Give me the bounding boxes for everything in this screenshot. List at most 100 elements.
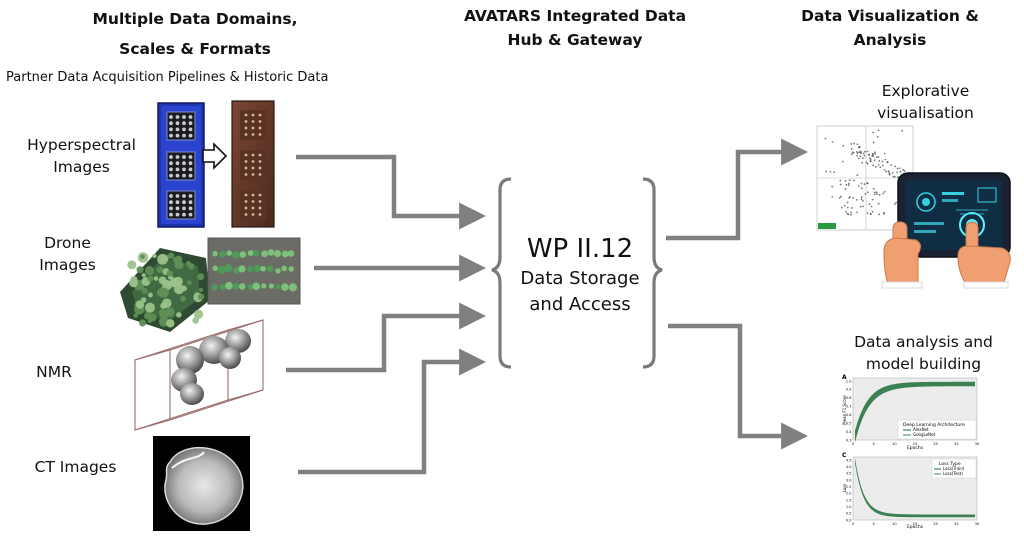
scatter-point — [852, 196, 855, 199]
scatter-point — [856, 211, 859, 214]
scatter-point — [858, 151, 861, 154]
xtick-label: 0 — [852, 442, 854, 446]
scatter-point — [891, 171, 894, 174]
chip-dot — [169, 161, 173, 166]
chip-dot — [188, 115, 193, 119]
scatter-point — [842, 144, 845, 147]
scatter-point — [844, 188, 847, 190]
ytick-label: 0.4 — [846, 430, 852, 434]
scatter-point — [869, 158, 872, 161]
plant-cluster — [226, 250, 232, 256]
hub-to-output-arrows — [666, 138, 809, 450]
chip-dot — [188, 167, 193, 172]
plot-a-legend-1: AlexNet — [913, 427, 929, 432]
chip-dot — [175, 194, 180, 198]
chip-dot — [182, 194, 186, 198]
scatter-point — [840, 206, 843, 209]
scatter-point — [902, 169, 905, 171]
analysis-label-line: Data analysis and — [854, 333, 993, 351]
scatter-point — [874, 153, 877, 155]
scatter-point — [839, 183, 842, 186]
scatter-point — [864, 150, 866, 153]
plant-leaf — [136, 266, 144, 274]
xtick-label: 5 — [873, 522, 875, 526]
rust-dot — [251, 206, 255, 210]
scatter-point — [855, 151, 858, 153]
hyperspectral-chip-dots — [169, 115, 193, 217]
hub-line1: Data Storage — [520, 268, 640, 289]
scatter-point — [873, 191, 876, 194]
scatter-point — [894, 165, 897, 168]
scatter-point — [892, 175, 895, 178]
center-title-line1: AVATARS Integrated Data — [463, 7, 687, 25]
rust-dot — [244, 200, 248, 203]
rust-dot — [258, 120, 262, 123]
scatter-point — [885, 170, 888, 173]
scatter-point — [862, 205, 864, 208]
rust-dot — [244, 173, 248, 176]
scatter-point — [845, 183, 848, 186]
scatter-point — [855, 198, 858, 201]
chip-dot — [169, 212, 173, 217]
xtick-label: 0 — [852, 522, 854, 526]
plant-cluster — [287, 250, 295, 257]
plant-leaf — [147, 292, 153, 298]
left-title-line1: Multiple Data Domains, — [92, 10, 298, 28]
arrow-to-visualisation — [666, 138, 809, 241]
chip-dot — [182, 173, 186, 178]
chip-dot — [169, 200, 173, 205]
arrow-to-analysis — [668, 323, 809, 450]
chip-dot — [182, 127, 186, 132]
scatter-point — [866, 150, 869, 153]
chip-dot — [175, 121, 180, 126]
chip-dot — [175, 206, 180, 211]
nmr-seed-spheres — [171, 329, 251, 405]
chip-dot — [188, 127, 193, 132]
plant-cluster — [211, 284, 218, 291]
source-label-line: NMR — [36, 363, 72, 381]
scatter-point — [856, 174, 859, 177]
xtick-label: 15 — [913, 442, 917, 446]
chip-dot — [188, 200, 193, 205]
xtick-label: 30 — [975, 442, 979, 446]
chip-dot — [182, 212, 186, 217]
plant-leaf — [164, 307, 175, 318]
scatter-point — [851, 151, 854, 154]
scatter-point — [868, 203, 871, 206]
plant-leaf — [139, 319, 147, 327]
rust-dot — [258, 153, 262, 157]
chip-dot — [169, 194, 173, 198]
hollow-arrow-icon — [202, 142, 228, 170]
plant-leaf — [141, 287, 148, 295]
plant-leaf — [127, 260, 137, 270]
hub-left-bracket — [491, 177, 512, 369]
scatter-point — [848, 196, 851, 199]
scatter-point — [840, 195, 842, 198]
source-label-hyperspectral: Hyperspectral Images — [14, 134, 149, 178]
plot-a-ylabel: Mean F1 Score — [842, 395, 847, 425]
scatter-point — [859, 151, 862, 154]
plant-leaf — [162, 298, 172, 308]
scatter-point — [846, 206, 849, 209]
plant-leaf — [158, 287, 169, 298]
rust-dot — [244, 126, 248, 130]
plant-cluster — [225, 281, 233, 290]
scatter-point — [860, 198, 863, 201]
scatter-point — [862, 152, 865, 155]
plot-c-legend-2: Loss(Test) — [943, 471, 963, 476]
left-column-subtitle: Partner Data Acquisition Pipelines & His… — [6, 70, 329, 85]
chip-dot — [175, 115, 180, 119]
scatter-point — [899, 170, 902, 173]
rust-dot — [251, 173, 255, 176]
plant-leaf — [198, 287, 204, 293]
plant-cluster — [288, 283, 298, 292]
rust-dot — [258, 160, 262, 163]
rust-dot — [258, 213, 262, 216]
chip-dot — [169, 127, 173, 132]
plant-leaf — [141, 273, 146, 278]
ytick-label: 4.5 — [846, 458, 852, 462]
ytick-label: 0.3 — [846, 438, 852, 442]
plant-leaf — [130, 276, 138, 284]
scatter-point — [876, 135, 879, 138]
chip-dot — [175, 133, 180, 138]
